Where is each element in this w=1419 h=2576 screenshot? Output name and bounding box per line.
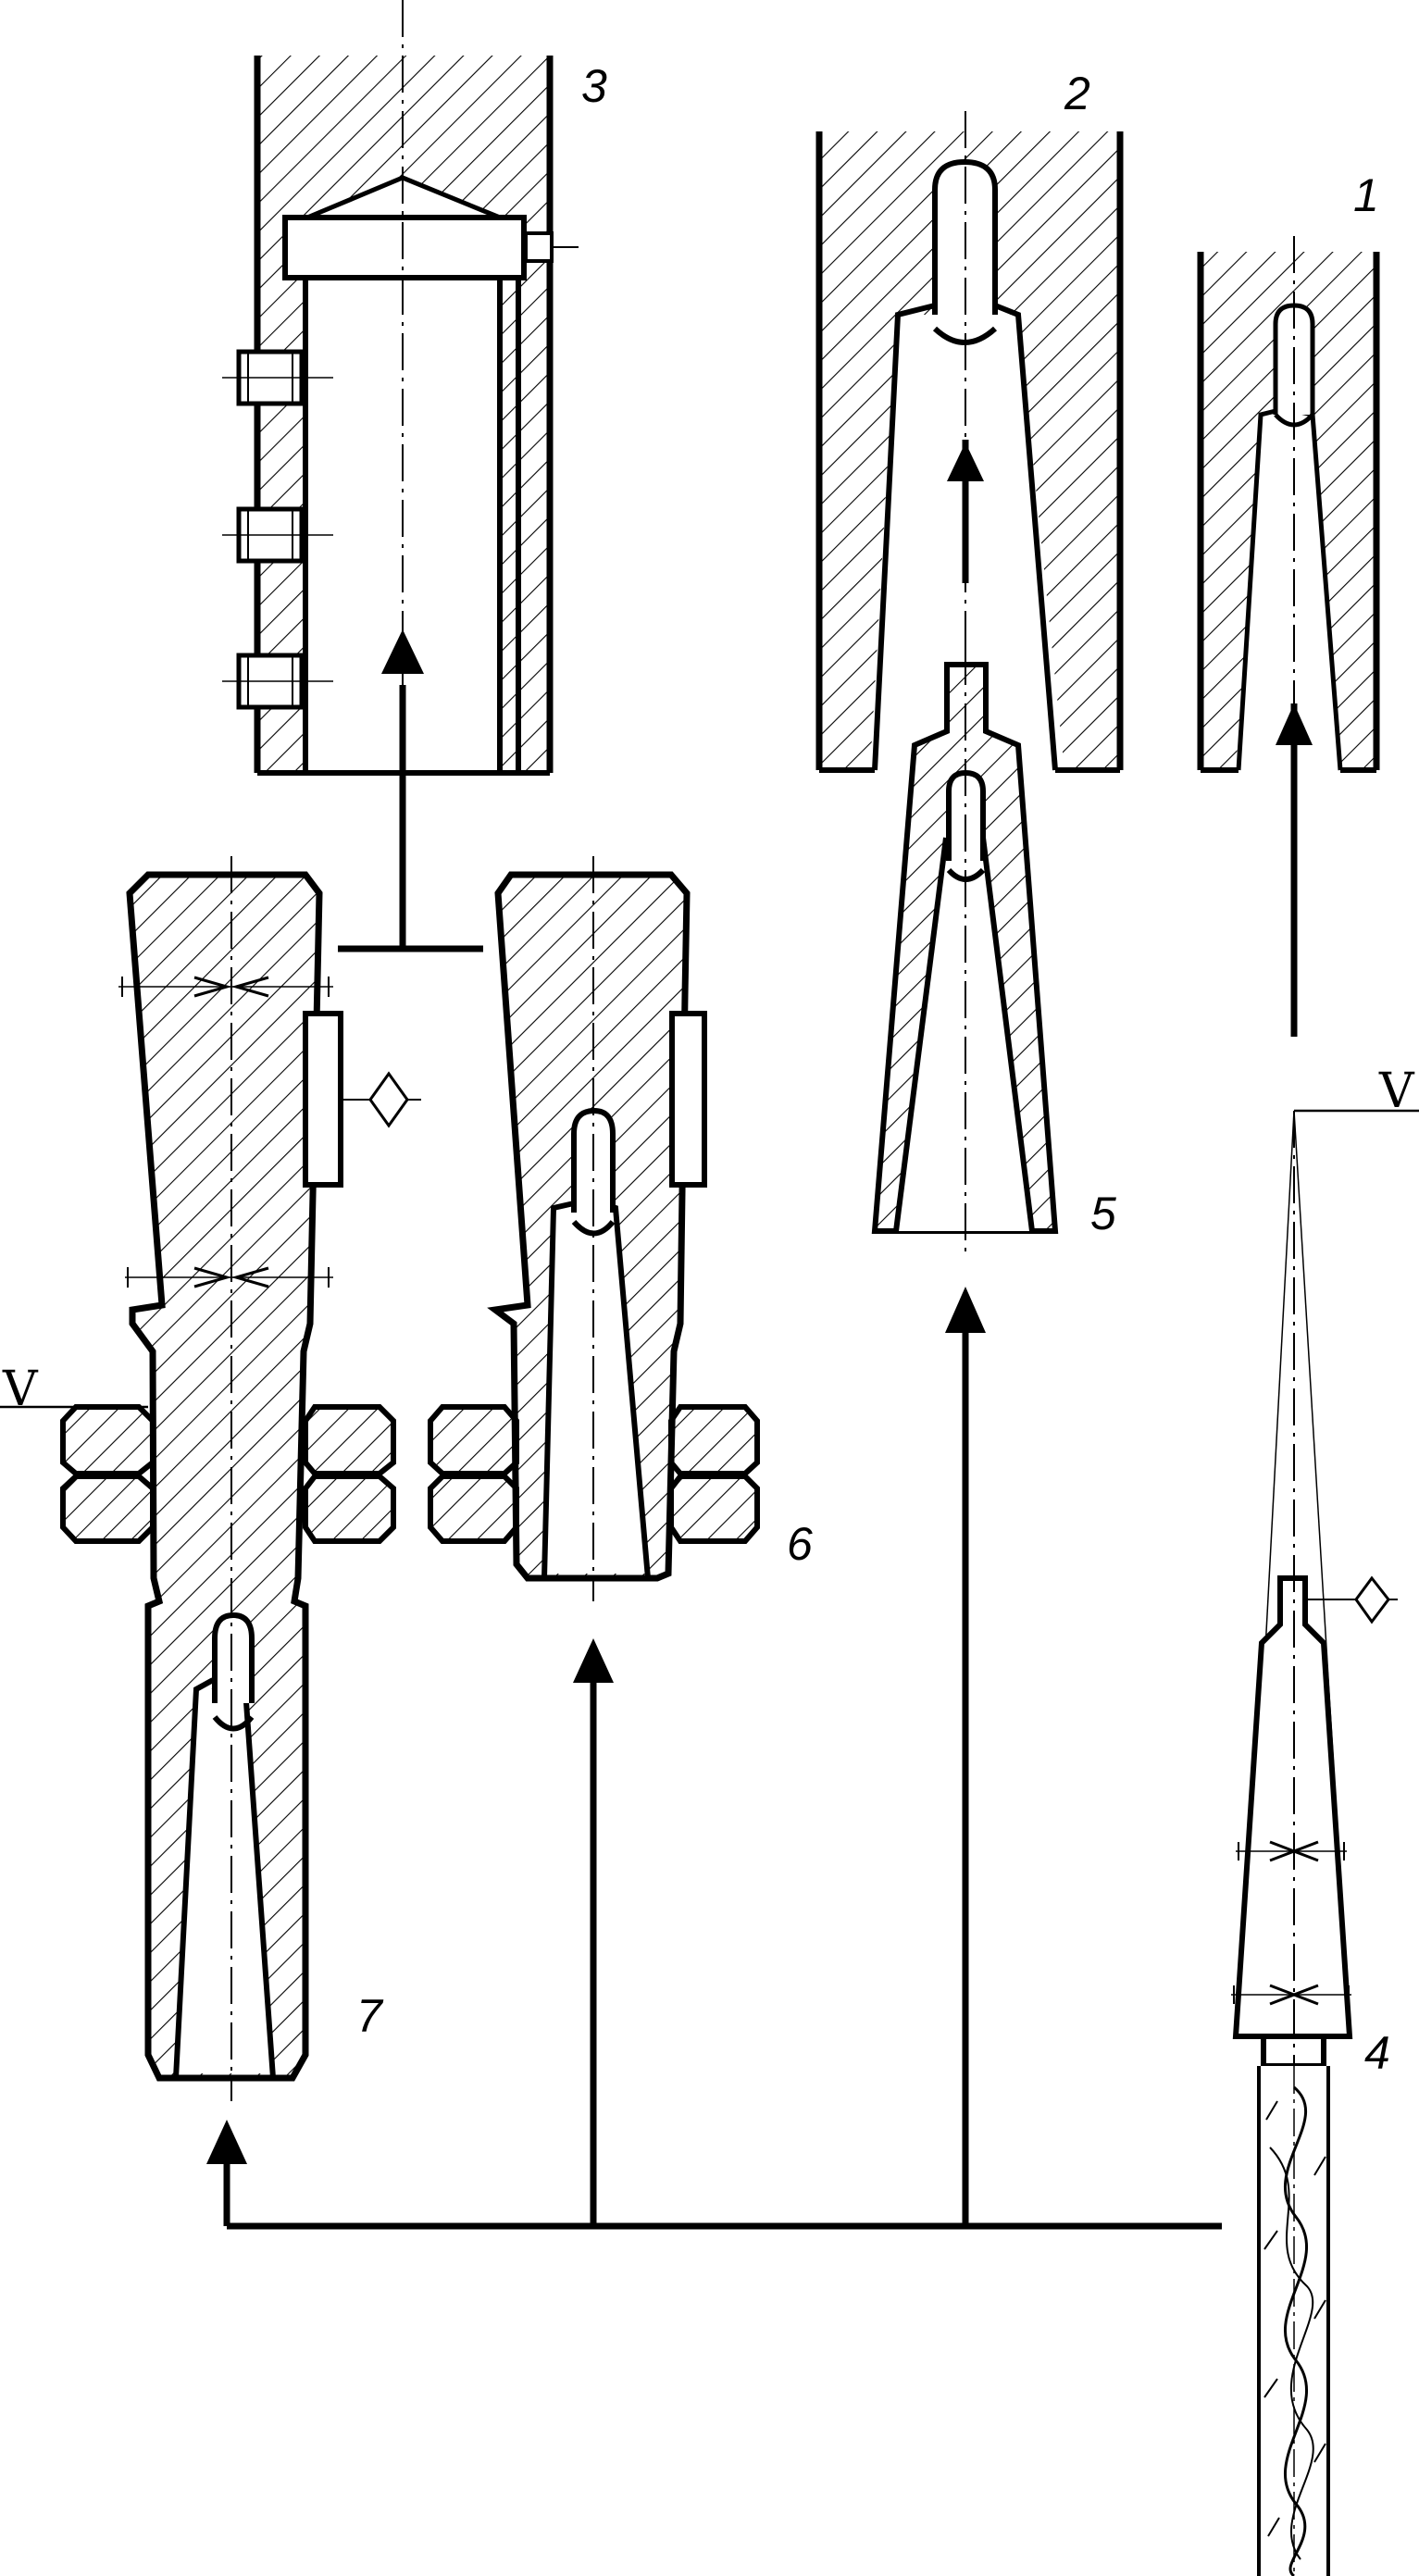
label-6: 6 bbox=[787, 1518, 813, 1570]
lock-nuts-6 bbox=[428, 1404, 760, 1544]
connector-to-3 bbox=[338, 629, 483, 952]
distribution-arrows bbox=[206, 1287, 1222, 2230]
label-3: 3 bbox=[581, 60, 607, 112]
label-7: 7 bbox=[356, 1990, 384, 2042]
part-5-taper-shank: 5 bbox=[871, 648, 1116, 1259]
label-1: 1 bbox=[1353, 169, 1379, 221]
drill-body bbox=[1257, 2066, 1330, 2576]
roughness-symbol-left: V bbox=[2, 1362, 39, 1417]
label-5: 5 bbox=[1090, 1188, 1116, 1239]
label-2: 2 bbox=[1064, 68, 1090, 119]
label-4: 4 bbox=[1364, 2027, 1390, 2079]
part-4-drill: V 4 bbox=[1231, 1064, 1419, 2576]
roughness-symbol-right: V bbox=[1378, 1064, 1415, 1119]
part-6-adapter: 6 bbox=[428, 856, 813, 1601]
part-1-spindle: 1 bbox=[1197, 169, 1380, 1037]
size-marks-7 bbox=[118, 976, 333, 1288]
lock-nuts-7 bbox=[60, 1404, 396, 1544]
size-marks-4 bbox=[1231, 1840, 1351, 2006]
set-screws bbox=[222, 349, 333, 710]
part-7-adapter: V 7 bbox=[0, 856, 421, 2101]
